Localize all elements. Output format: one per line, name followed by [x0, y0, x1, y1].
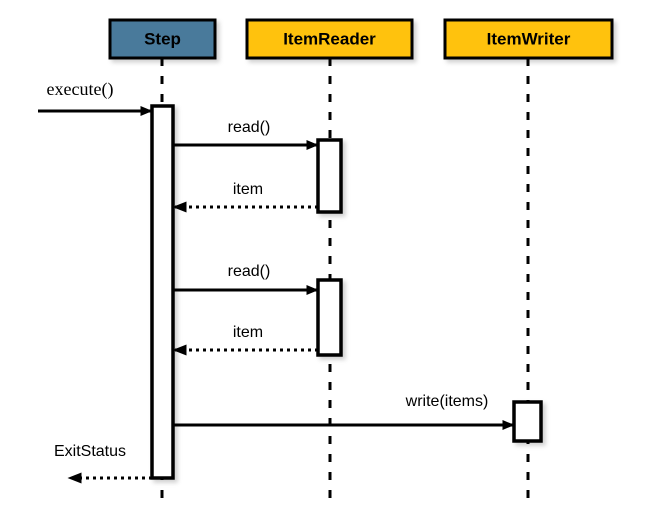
message-read-1: read()	[173, 119, 319, 150]
participant-itemwriter-label: ItemWriter	[487, 29, 571, 48]
message-item-2-label: item	[233, 324, 263, 341]
message-item-1-label: item	[233, 181, 263, 198]
message-exitstatus-label: ExitStatus	[54, 443, 126, 460]
participant-itemreader-box[interactable]	[245, 18, 414, 60]
activation-bar-itemreader-2	[316, 278, 343, 357]
message-write-label: write(items)	[405, 393, 489, 410]
message-execute: execute()	[38, 79, 153, 116]
participant-itemreader-label: ItemReader	[283, 29, 376, 48]
message-item-1: item	[172, 181, 318, 213]
participant-step-box[interactable]	[108, 18, 217, 60]
activation-bar-itemreader-1	[316, 138, 343, 214]
message-exitstatus: ExitStatus	[54, 443, 152, 484]
activations-group	[150, 104, 543, 480]
participant-itemwriter-box[interactable]	[443, 18, 614, 60]
message-read-1-label: read()	[228, 119, 271, 136]
message-read-2-label: read()	[228, 263, 271, 280]
message-execute-label: execute()	[47, 79, 114, 100]
participant-step-label: Step	[144, 29, 181, 48]
lifelines-group	[160, 58, 530, 500]
participant-itemreader[interactable]: ItemReader	[245, 18, 414, 60]
participant-itemwriter[interactable]: ItemWriter	[443, 18, 614, 60]
activation-bar-step	[150, 104, 175, 480]
activation-bar-itemwriter-1	[512, 400, 543, 443]
message-write: write(items)	[173, 393, 515, 430]
message-read-2: read()	[173, 263, 319, 295]
participant-step[interactable]: Step	[108, 18, 217, 60]
message-item-2: item	[172, 324, 318, 356]
